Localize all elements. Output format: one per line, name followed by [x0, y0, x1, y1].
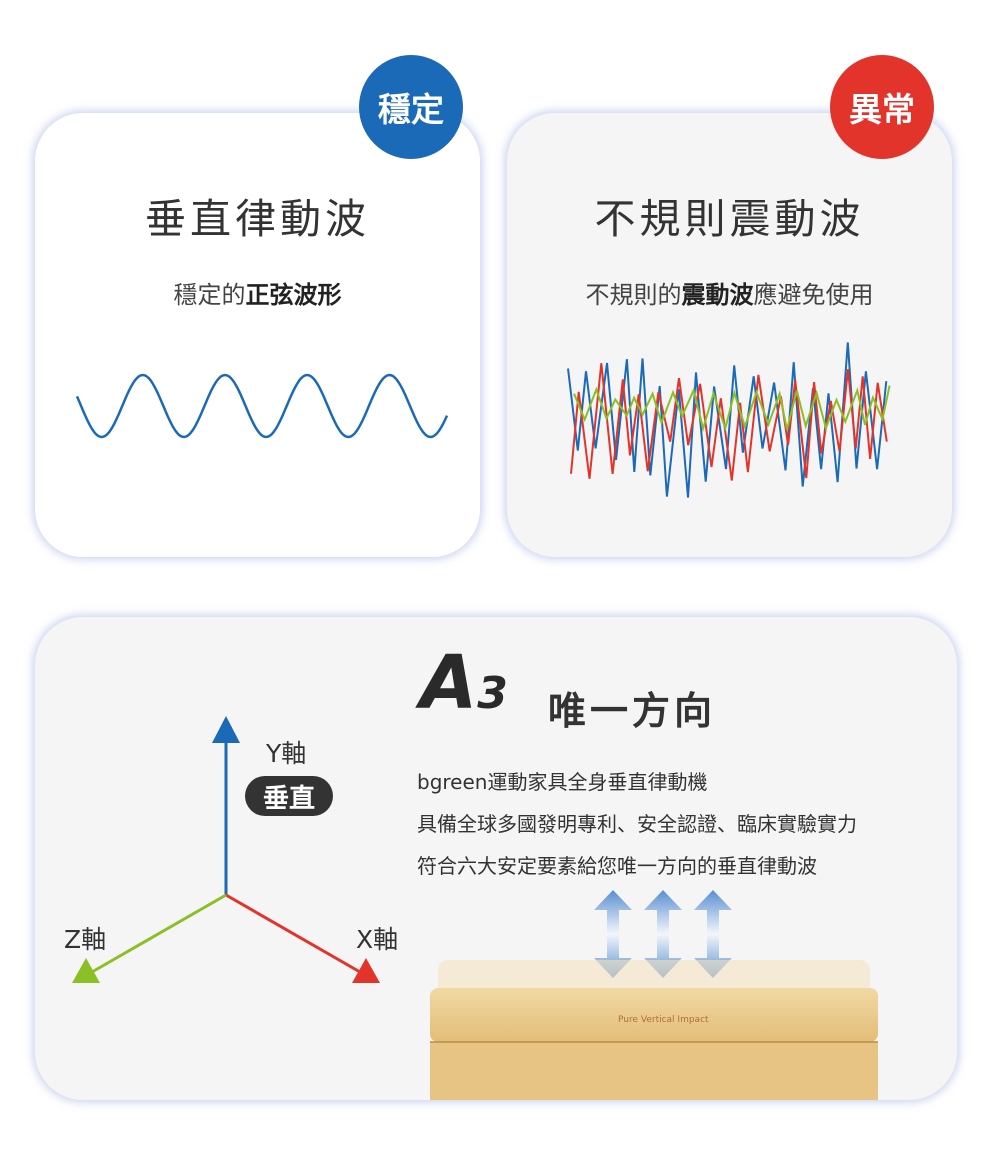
feature-line: bgreen運動家具全身垂直律動機 [417, 770, 708, 794]
vertical-double-arrow-icon [594, 890, 732, 978]
stable-badge: 穩定 [359, 55, 463, 159]
subtitle-plain: 穩定的 [173, 281, 246, 309]
subtitle-bold: 正弦波形 [245, 281, 342, 309]
product-image: Pure Vertical Impact [428, 960, 880, 1100]
x-axis-arrowhead-icon [352, 958, 380, 983]
stable-wave-card: 垂直律動波 穩定的正弦波形 [35, 113, 480, 557]
engraving-text: Pure Vertical Impact [618, 1015, 709, 1025]
z-axis-label: Z軸 [64, 925, 107, 954]
feature-line: 具備全球多國發明專利、安全認證、臨床實驗實力 [417, 812, 857, 836]
x-axis-line [225, 893, 361, 974]
card-title: 垂直律動波 [145, 195, 370, 243]
card-title: 不規則震動波 [594, 195, 865, 243]
vertical-tag: 垂直 [245, 776, 333, 816]
y-axis-arrowhead-icon [212, 716, 240, 743]
card-subtitle: 不規則的震動波應避免使用 [507, 275, 952, 310]
wooden-box-illustration: Pure Vertical Impact [430, 960, 878, 1100]
irregular-wave-line [570, 363, 888, 481]
subtitle-rest: 應避免使用 [753, 281, 874, 309]
model-name: A3 [420, 640, 508, 726]
z-axis-arrowhead-icon [72, 958, 100, 983]
model-number: 3 [477, 668, 508, 719]
x-axis-label: X軸 [356, 925, 399, 954]
z-axis-line [91, 893, 227, 974]
irregular-wave-line [573, 385, 891, 433]
model-letter: A [420, 640, 478, 726]
irregular-wave-card: 不規則震動波 不規則的震動波應避免使用 [507, 113, 952, 557]
y-axis-label: Y軸 [266, 739, 307, 768]
subtitle-bold: 震動波 [681, 281, 754, 309]
sine-wave [75, 373, 449, 439]
abnormal-badge: 異常 [830, 55, 934, 159]
feature-heading: 唯一方向 [548, 689, 717, 733]
irregular-wave [567, 342, 891, 498]
subtitle-plain: 不規則的 [585, 281, 682, 309]
feature-line: 符合六大安定要素給您唯一方向的垂直律動波 [417, 854, 817, 878]
card-subtitle: 穩定的正弦波形 [35, 275, 480, 310]
